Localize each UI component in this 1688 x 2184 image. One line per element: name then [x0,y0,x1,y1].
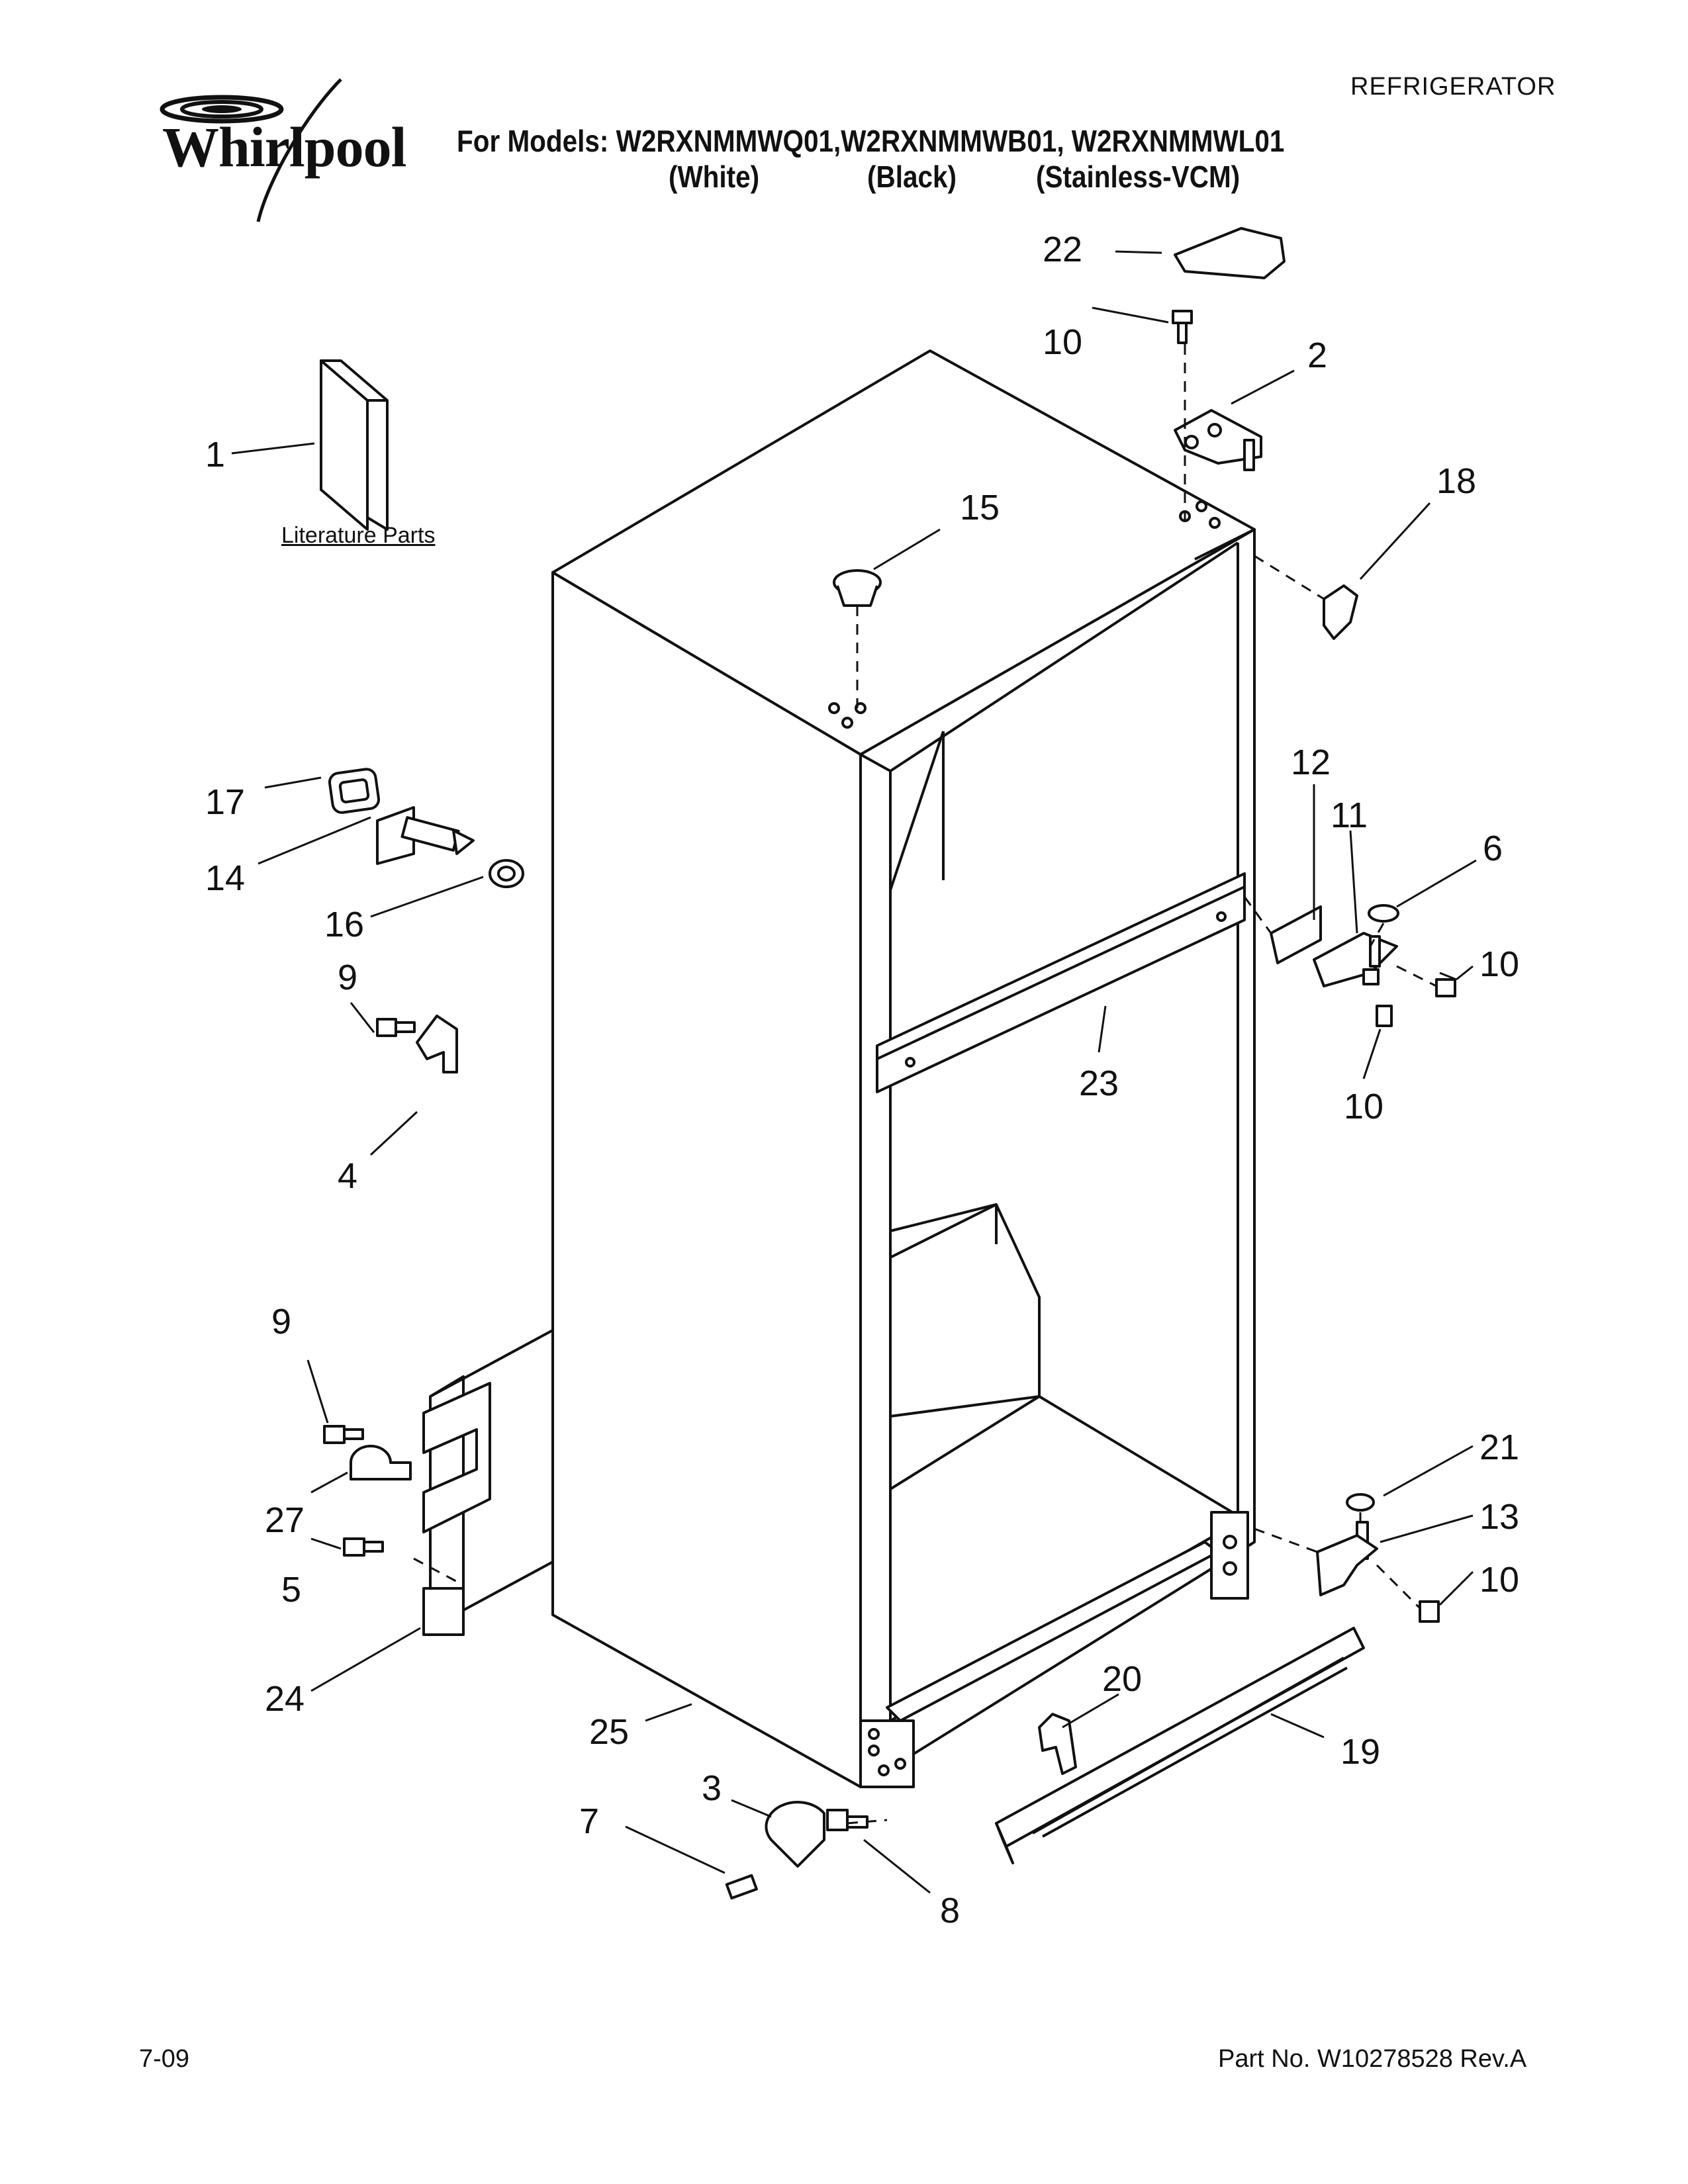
callout-1: 1 [205,435,225,475]
callout-10-top: 10 [1043,322,1082,362]
callout-9-lower: 9 [271,1302,291,1342]
callout-19: 19 [1340,1732,1380,1772]
leader-lines [231,250,1477,1894]
callout-18: 18 [1436,461,1476,501]
part-top-hinge [1174,409,1262,471]
assembly-guide-lines [413,344,1437,1825]
callout-16: 16 [324,905,364,944]
callout-9-upper: 9 [338,958,357,997]
callout-10-center-right: 10 [1479,944,1519,984]
callout-24: 24 [265,1679,305,1719]
footer-date: 7-09 [139,2045,190,2073]
callout-25: 25 [589,1712,629,1752]
document-category: REFRIGERATOR [1350,73,1556,101]
part-bottom-rail [886,1511,1249,1722]
part-handle-bracket [376,1015,458,1073]
callout-17: 17 [205,782,245,822]
literature-parts-label: Literature Parts [281,523,436,548]
part-bottom-hinge [1316,1493,1440,1623]
callout-23: 23 [1079,1064,1119,1103]
part-leveling-assembly [725,1801,868,1900]
part-literature-book [320,359,389,531]
part-center-hinge [1270,904,1456,1027]
callout-5: 5 [281,1570,301,1610]
part-divider-bar [876,872,1246,1093]
finish-stainless: (Stainless-VCM) [1036,159,1241,194]
models-line: For Models: W2RXNMMWQ01,W2RXNMMWB01, W2R… [457,124,1285,158]
callout-6: 6 [1483,829,1503,868]
finish-white: (White) [669,159,760,194]
brand-logo: Whirlpool [142,73,407,225]
part-toe-grille [995,1627,1365,1864]
part-plug [833,569,882,607]
callout-8: 8 [940,1891,960,1931]
callout-21: 21 [1479,1428,1519,1467]
part-lower-left-brackets [323,1382,491,1557]
callout-10-bottom: 10 [1479,1560,1519,1600]
callout-15: 15 [960,488,1000,527]
callout-11: 11 [1331,796,1368,835]
callout-2: 2 [1307,336,1327,375]
callout-3: 3 [702,1768,722,1808]
part-screw-top [1172,310,1193,344]
part-hinge-pin-cover [1323,584,1358,640]
callout-14: 14 [205,858,245,898]
callout-4: 4 [338,1156,357,1196]
part-grille-clip [1038,1713,1077,1775]
callout-27: 27 [265,1500,305,1540]
finish-black: (Black) [867,159,957,194]
footer-part-number: Part No. W10278528 Rev.A [1218,2045,1527,2073]
callout-7: 7 [579,1801,599,1841]
callout-22: 22 [1043,230,1082,269]
callout-20: 20 [1102,1659,1142,1699]
part-cabinet [551,349,1256,1788]
callout-10-center-lower: 10 [1344,1087,1383,1126]
callout-12: 12 [1291,743,1331,782]
callout-13: 13 [1479,1497,1519,1537]
part-side-panel [422,1329,553,1636]
part-door-stop-set [328,768,524,888]
part-hinge-cover [1174,227,1286,279]
logo-swirl-icon [160,78,342,222]
brand-name: Whirlpool [162,115,407,179]
